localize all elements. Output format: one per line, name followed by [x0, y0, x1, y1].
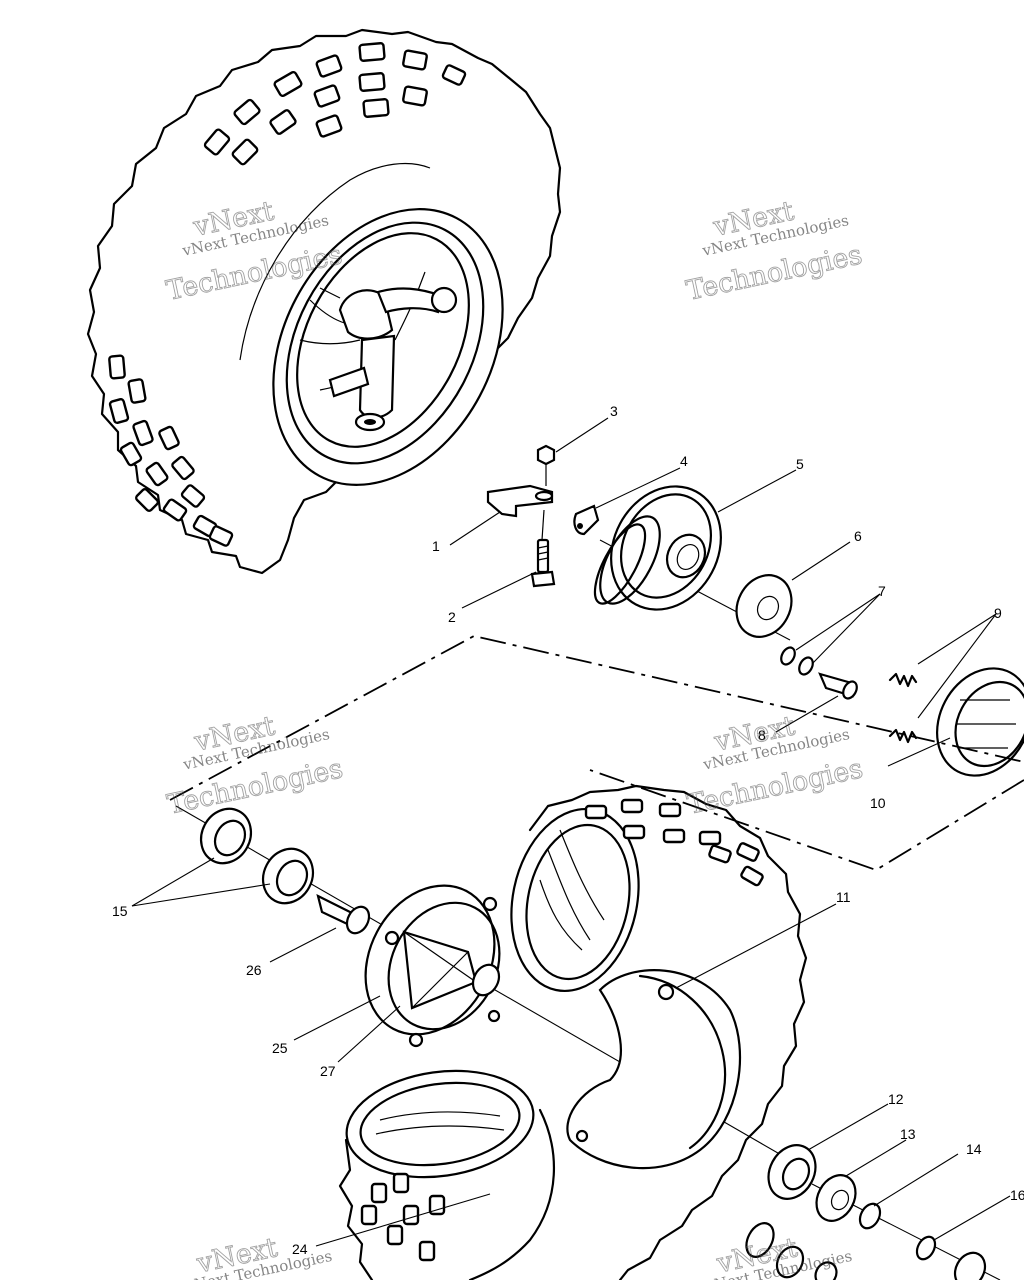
rear-wheel-assembly: [338, 784, 808, 1280]
callout-27: 27: [320, 1063, 336, 1079]
part-25-hub: [364, 884, 501, 1048]
steering-knuckle: [319, 286, 458, 432]
callout-16: 16: [1010, 1187, 1024, 1203]
callout-15: 15: [112, 903, 128, 919]
watermark-top-right: vNext vNext Technologies Technologies: [683, 195, 865, 307]
part-9-springs: [888, 672, 918, 744]
callout-11: 11: [836, 889, 851, 905]
callout-9: 9: [994, 605, 1002, 621]
part-6-spacer: [735, 574, 793, 638]
callout-4: 4: [680, 453, 688, 469]
part-15-bearings: [199, 807, 315, 905]
watermark-mid-right: vNext vNext Technologies Technologies: [684, 710, 866, 821]
part-5-hub-drum: [593, 485, 722, 611]
part-12-bearing: [767, 1144, 817, 1200]
watermark-bottom-left: vNext vNext Technologies: [183, 1232, 333, 1280]
callout-2: 2: [448, 609, 456, 625]
part-14-washer: [858, 1202, 882, 1230]
callout-25: 25: [272, 1040, 288, 1056]
callout-6: 6: [854, 528, 862, 544]
callout-12: 12: [888, 1091, 904, 1107]
assembly-boundary: [169, 635, 1024, 871]
watermark-mid-left: vNext vNext Technologies Technologies: [164, 710, 346, 821]
callout-7: 7: [878, 583, 886, 599]
callout-1: 1: [432, 538, 440, 554]
part-16-nut: [915, 1235, 987, 1280]
callout-3: 3: [610, 403, 618, 419]
callout-10: 10: [870, 795, 886, 811]
rear-rim-inner: [345, 1069, 535, 1179]
tread-lugs: [108, 42, 467, 547]
callout-13: 13: [900, 1126, 916, 1142]
watermark-bottom-right: vNext vNext Technologies: [703, 1232, 853, 1280]
callout-24: 24: [292, 1241, 308, 1257]
callout-26: 26: [246, 962, 262, 978]
leader-lines: [131, 417, 1011, 1247]
part-8-cap: [818, 672, 858, 700]
rear-tire-upper: [528, 784, 808, 1280]
front-wheel-assembly: [86, 28, 562, 575]
callout-5: 5: [796, 456, 804, 472]
callouts: 1 2 3 4 5 6 7 8 9 10 11 12 13 14 15 16 2…: [112, 403, 1024, 1257]
part-7-washers: [780, 646, 814, 676]
callout-8: 8: [758, 727, 766, 743]
part-3-nut: [536, 444, 556, 466]
part-2-bolt: [530, 509, 556, 588]
rear-wheel-dish: [566, 969, 742, 1170]
part-13-spacer: [815, 1174, 857, 1222]
part-4-washer: [573, 504, 600, 536]
callout-14: 14: [966, 1141, 982, 1157]
part-10-brake-shoes: [935, 667, 1024, 777]
part-26-spacer: [316, 893, 371, 935]
